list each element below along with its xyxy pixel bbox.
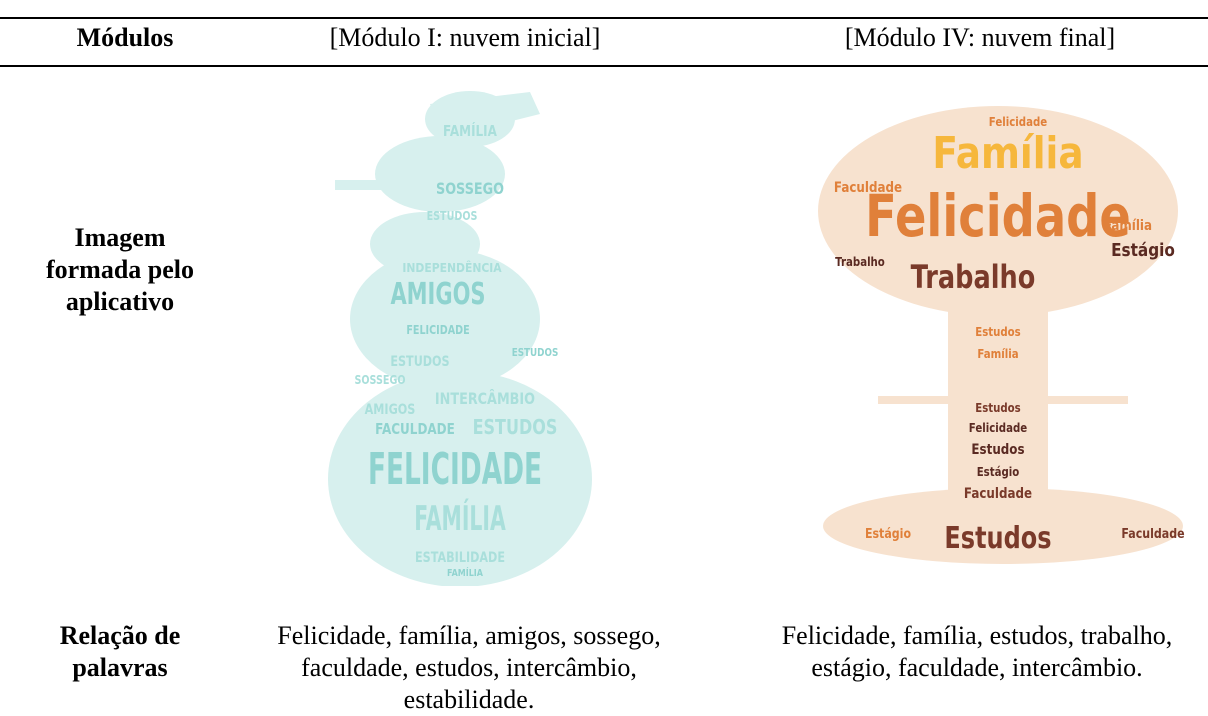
cloud-word: FELICIDADE	[406, 323, 469, 337]
cloud-word: ESTUDOS	[512, 347, 559, 359]
cloud-word: FACULDADE	[375, 421, 455, 439]
cloud-word: FELICIDADE	[368, 443, 542, 495]
word-list-initial-line: Felicidade, família, amigos, sossego,	[277, 621, 661, 650]
row-label-image-line: aplicativo	[65, 287, 175, 316]
word-list-final-line: estágio, faculdade, intercâmbio.	[811, 653, 1143, 682]
word-list-final: Felicidade, família, estudos, trabalho, …	[752, 620, 1202, 684]
word-cloud-final-svg: FamíliaFelicidadeTrabalhoEstágioFamíliaF…	[818, 106, 1185, 564]
cloud-word: Felicidade	[969, 421, 1027, 435]
row-label-image-line: formada pelo	[45, 255, 195, 284]
cloud-word: Faculdade	[1121, 526, 1184, 541]
cloud-word: Família	[932, 127, 1083, 179]
cloud-word: AMIGOS	[390, 277, 485, 312]
cloud-word: Estágio	[1111, 239, 1175, 261]
word-list-initial-line: estabilidade.	[403, 685, 535, 714]
cloud-word: INTERCÂMBIO	[435, 390, 535, 409]
cloud-word: Família	[1104, 218, 1152, 234]
cloud-word: Faculdade	[834, 180, 902, 196]
row-label-words-line: palavras	[72, 653, 168, 682]
cloud-word: FAMÍLIA	[443, 122, 497, 141]
cloud-word: INDEPENDÊNCIA	[402, 259, 501, 275]
cloud-word: Estágio	[865, 526, 911, 541]
cloud-word: Felicidade	[989, 115, 1047, 129]
table-header-rule	[0, 65, 1208, 67]
cloud-word: ESTUDOS	[427, 209, 478, 223]
cloud-word: Trabalho	[911, 258, 1036, 296]
cloud-word: SOSSEGO	[354, 373, 405, 387]
cloud-word: Estudos	[975, 325, 1021, 339]
word-list-final-line: Felicidade, família, estudos, trabalho,	[781, 621, 1173, 650]
row-label-words-line: Relação de	[59, 621, 181, 650]
row-label-image: Imagem formada pelo aplicativo	[0, 222, 240, 318]
header-modulo-i: [Módulo I: nuvem inicial]	[329, 23, 601, 52]
cloud-word: Faculdade	[964, 486, 1032, 502]
cloud-word: Estágio	[977, 465, 1020, 479]
header-modulo-iv: [Módulo IV: nuvem final]	[844, 23, 1116, 52]
cloud-word: SOSSEGO	[436, 181, 504, 199]
word-cloud-initial: FAMÍLIA SOSSEGO ESTUDOS INDEPENDÊNCIA AMIGOS…	[320, 84, 600, 586]
cloud-word: Família	[977, 347, 1018, 361]
row-label-words: Relação de palavras	[0, 620, 240, 684]
cloud-word: Estudos	[975, 401, 1021, 415]
table-top-rule	[0, 17, 1208, 19]
header-modulos: Módulos	[76, 23, 174, 52]
cloud-word: AMIGOS	[365, 401, 416, 418]
row-label-image-line: Imagem	[74, 223, 166, 252]
cloud-word: ESTABILIDADE	[415, 549, 505, 566]
cloud-word: Trabalho	[835, 255, 885, 269]
cloud-word: FAMÍLIA	[414, 497, 506, 538]
cloud-word: Felicidade	[865, 183, 1131, 250]
word-cloud-initial-svg: FAMÍLIA SOSSEGO ESTUDOS INDEPENDÊNCIA AMIGOS…	[328, 91, 592, 586]
cloud-word: Estudos	[944, 521, 1051, 555]
cloud-word: Estudos	[971, 442, 1024, 458]
word-list-initial: Felicidade, família, amigos, sossego, fa…	[258, 620, 680, 716]
cloud-word: ESTUDOS	[473, 416, 558, 439]
cloud-word: FAMÍLIA	[447, 566, 483, 579]
word-list-initial-line: faculdade, estudos, intercâmbio,	[301, 653, 637, 682]
cloud-word: ESTUDOS	[390, 353, 449, 370]
